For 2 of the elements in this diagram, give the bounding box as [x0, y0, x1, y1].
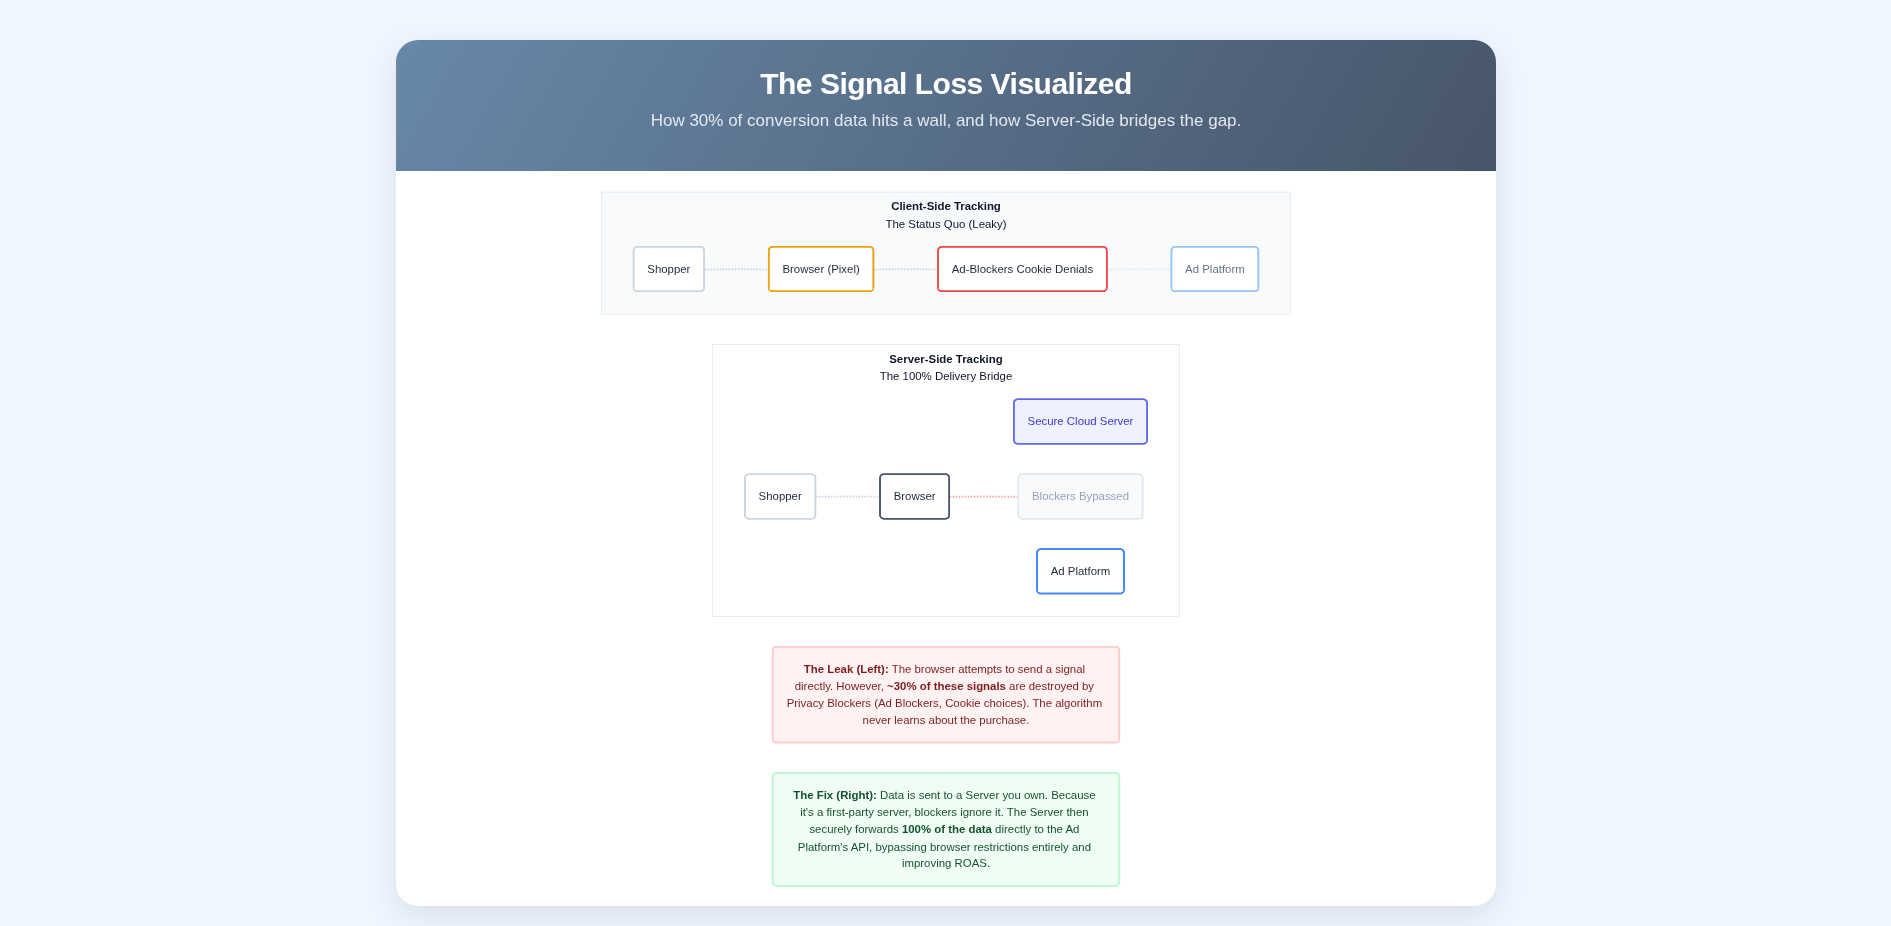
subtitle: How 30% of conversion data hits a wall, and how Server-Side bridges the gap. — [650, 111, 1242, 131]
diagram-title: The Signal Loss Visualized — [760, 67, 1132, 101]
